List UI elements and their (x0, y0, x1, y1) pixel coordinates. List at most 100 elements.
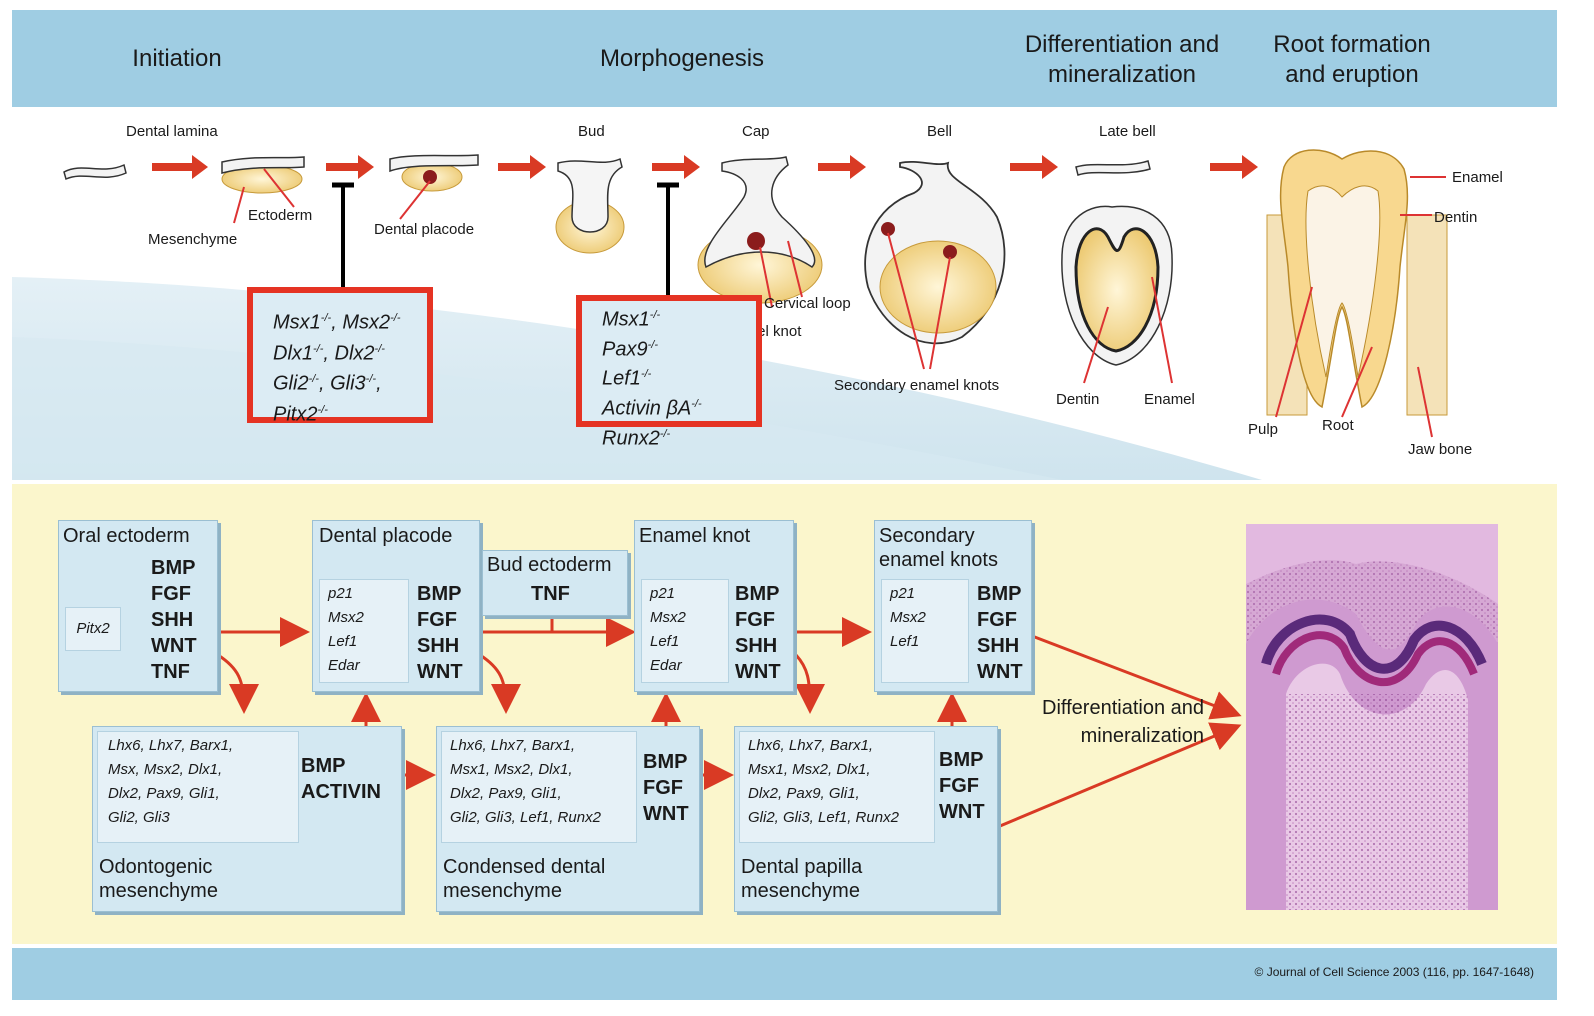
panel-odontogenic-mesenchyme: Lhx6, Lhx7, Barx1, Msx, Msx2, Dlx1, Dlx2… (92, 726, 402, 912)
signal: BMP (939, 749, 984, 771)
signal: BMP (417, 583, 462, 605)
panel-secondary-enamel-knots: Secondary enamel knots p21 Msx2 Lef1 BMP… (874, 520, 1032, 692)
footer-band (12, 948, 1557, 1000)
signal: FGF (417, 609, 457, 631)
gene-line: Lhx6, Lhx7, Barx1, (450, 737, 576, 754)
label-cervical-loop: Cervical loop (764, 295, 851, 312)
signal: TNF (151, 661, 190, 683)
panel-bud-ectoderm: Bud ectoderm TNF (482, 550, 628, 616)
label-dentin: Dentin (1434, 209, 1478, 226)
signal-list: BMP FGF SHH WNT TNF (151, 555, 197, 685)
lamina-drawing (63, 163, 127, 181)
signal: BMP (301, 755, 346, 777)
label-ectoderm: Ectoderm (248, 207, 313, 224)
gene-pitx2: Pitx2 (65, 607, 121, 651)
label-root: Root (1322, 417, 1354, 434)
gene-list: p21 Msx2 Lef1 Edar (319, 579, 409, 683)
gene: Lef1 (890, 633, 920, 650)
gene: p21 (890, 585, 916, 602)
mutant-line: Pitx2-/- (273, 403, 328, 426)
copyright-credit: © Journal of Cell Science 2003 (116, pp.… (1254, 965, 1534, 979)
gene-list: p21 Msx2 Lef1 Edar (641, 579, 729, 683)
label-dental-placode: Dental placode (374, 221, 475, 238)
gene-line: Dlx2, Pax9, Gli1, (450, 785, 562, 802)
gene-list: Lhx6, Lhx7, Barx1, Msx1, Msx2, Dlx1, Dlx… (739, 731, 935, 843)
gene: Lef1 (328, 633, 358, 650)
signal: FGF (939, 775, 979, 797)
gene-line: Gli2, Gli3, Lef1, Runx2 (450, 809, 601, 826)
signal: WNT (417, 661, 463, 683)
signal: BMP (735, 583, 780, 605)
panel-condensed-mesenchyme: Lhx6, Lhx7, Barx1, Msx1, Msx2, Dlx1, Dlx… (436, 726, 700, 912)
panel-title: Enamel knot (639, 525, 751, 547)
gene: Msx2 (890, 609, 926, 626)
gene: Msx2 (650, 609, 686, 626)
mutant-line: Lef1-/- (602, 367, 652, 390)
signal: SHH (977, 635, 1020, 657)
mutant-line: Pax9-/- (602, 338, 658, 361)
signal: SHH (417, 635, 460, 657)
stage-morphogenesis: Morphogenesis (599, 45, 765, 72)
signal: FGF (151, 583, 191, 605)
mutant-line: Msx1-/- (602, 308, 661, 331)
label-bell: Bell (927, 123, 953, 140)
label-enamel-late-bell: Enamel (1144, 391, 1195, 408)
gene: Edar (650, 657, 682, 674)
mutant-line: Msx1-/-, Msx2-/- (273, 311, 401, 334)
panel-oral-ectoderm: Oral ectoderm Pitx2 BMP FGF SHH WNT TNF (58, 520, 218, 692)
label-mesenchyme: Mesenchyme (148, 231, 238, 248)
label-dental-lamina: Dental lamina (126, 123, 218, 140)
signal-list: BMP FGF WNT (939, 747, 985, 825)
panel-title: Dental papilla mesenchyme (741, 856, 863, 902)
signal-list: BMP FGF WNT (643, 749, 689, 827)
mutant-line: Activin βA-/- (602, 397, 702, 420)
signal: ACTIVIN (301, 781, 381, 803)
mutant-line: Gli2-/-, Gli3-/-, (273, 372, 382, 395)
gene-line: Msx, Msx2, Dlx1, (108, 761, 223, 778)
gene-line: Dlx2, Pax9, Gli1, (748, 785, 860, 802)
signal-list: BMP ACTIVIN (301, 753, 381, 805)
panel-title: Odontogenic mesenchyme (99, 856, 218, 902)
panel-dental-placode: Dental placode p21 Msx2 Lef1 Edar BMP FG… (312, 520, 480, 692)
panel-title: Bud ectoderm (487, 554, 612, 576)
panel-title: Dental placode (319, 525, 453, 547)
gene: p21 (650, 585, 676, 602)
gene-line: Lhx6, Lhx7, Barx1, (108, 737, 234, 754)
gene-list: Lhx6, Lhx7, Barx1, Msx1, Msx2, Dlx1, Dlx… (441, 731, 637, 843)
gene: Msx2 (328, 609, 364, 626)
signal: WNT (151, 635, 197, 657)
signal: WNT (735, 661, 781, 683)
mutant-box-morphogenesis: Msx1-/- Pax9-/- Lef1-/- Activin βA-/- Ru… (576, 295, 762, 449)
label-enamel: Enamel (1452, 169, 1503, 186)
gene-line: Dlx2, Pax9, Gli1, (108, 785, 220, 802)
gene-line: Gli2, Gli3 (108, 809, 170, 826)
label-late-bell: Late bell (1099, 123, 1156, 140)
stage-header-band: Initiation Morphogenesis Differentiation… (12, 10, 1557, 107)
gene: Edar (328, 657, 360, 674)
mutant-box-initiation: Msx1-/-, Msx2-/- Dlx1-/-, Dlx2-/- Gli2-/… (247, 287, 433, 426)
stage-initiation: Initiation (132, 45, 222, 72)
gene-line: Lhx6, Lhx7, Barx1, (748, 737, 874, 754)
gene-list: p21 Msx2 Lef1 (881, 579, 969, 683)
label-bud: Bud (578, 123, 605, 140)
signal-list: BMP FGF SHH WNT (977, 581, 1023, 685)
panel-title: Secondary enamel knots (879, 525, 998, 571)
panel-title: Oral ectoderm (63, 525, 190, 547)
signal: SHH (151, 609, 194, 631)
label-cap: Cap (742, 123, 770, 140)
panel-enamel-knot: Enamel knot p21 Msx2 Lef1 Edar BMP FGF S… (634, 520, 794, 692)
stage-differentiation: Differentiation and mineralization (1024, 31, 1220, 88)
gene-line: Gli2, Gli3, Lef1, Runx2 (748, 809, 899, 826)
gene-line: Msx1, Msx2, Dlx1, (450, 761, 573, 778)
signal: FGF (977, 609, 1017, 631)
signal: FGF (735, 609, 775, 631)
tooth-development-stages: Dental lamina Bud Cap Bell Late bell Ect… (12, 107, 1557, 480)
gene: p21 (328, 585, 354, 602)
label-dentin-late-bell: Dentin (1056, 391, 1100, 408)
stage-root-formation: Root formation and eruption (1273, 31, 1431, 88)
panel-title: Condensed dental mesenchyme (443, 856, 606, 902)
label-jaw-bone: Jaw bone (1408, 441, 1473, 458)
signal-list: BMP FGF SHH WNT (735, 581, 781, 685)
histology-image (1246, 524, 1498, 910)
